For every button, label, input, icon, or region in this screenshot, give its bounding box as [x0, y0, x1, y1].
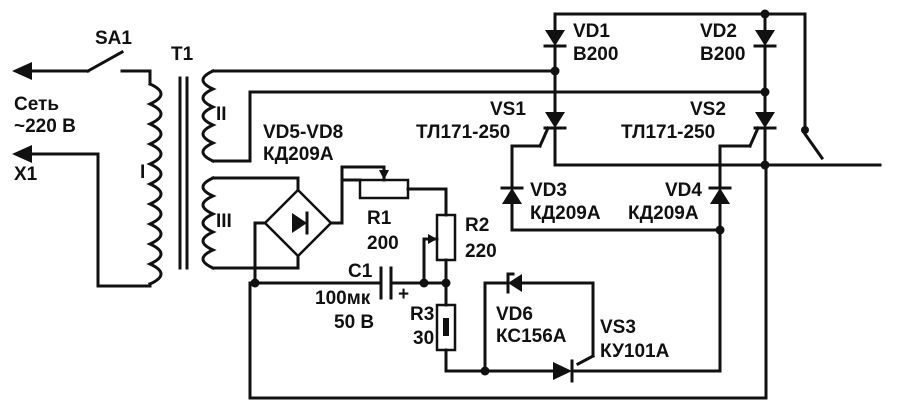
arrow-left-icon: [12, 62, 32, 80]
thyristor-icon: [553, 362, 572, 380]
vd4-type-label: КД209А: [628, 203, 699, 224]
transformer-t1-label: T1: [171, 44, 194, 65]
vd3-type-label: КД209А: [530, 203, 601, 224]
c1-voltage-label: 50 В: [334, 312, 374, 333]
winding-ii-label: II: [216, 104, 227, 125]
vs2-type-label: ТЛ171-250: [621, 122, 715, 143]
vd2-type-label: В200: [700, 44, 745, 65]
thyristor-vs2-icon: [755, 112, 775, 128]
resistor-r1: R1 200: [340, 165, 448, 254]
c1-value-label: 100мк: [315, 288, 371, 309]
bridge-type-label: КД209А: [263, 144, 334, 165]
transformer-core: T1: [171, 44, 194, 270]
winding-i-label: I: [140, 162, 145, 183]
vs1-name-label: VS1: [490, 99, 526, 120]
mains-net-label: Сеть: [14, 94, 59, 115]
diode-bridge-vd5-vd8: VD5-VD8 КД209А: [253, 122, 344, 285]
vs2-name-label: VS2: [690, 99, 726, 120]
diode-vd3-icon: [502, 188, 522, 204]
c1-name-label: C1: [348, 261, 373, 282]
transformer-winding-ii: II: [201, 69, 767, 163]
vs3-name-label: VS3: [600, 317, 636, 338]
negative-rail: [248, 163, 768, 400]
capacitor-c1: + C1 100мк 50 В: [315, 261, 409, 333]
r3-value-label: 30: [413, 328, 434, 349]
switch-sa1: SA1: [85, 28, 152, 74]
r2-value-label: 220: [465, 241, 497, 262]
c1-polarity-label: +: [398, 284, 409, 305]
transformer-primary: I: [96, 69, 163, 288]
thyristor-vs1-icon: [545, 112, 565, 128]
arrow-left-icon: [12, 145, 32, 163]
vd3-name-label: VD3: [530, 180, 567, 201]
resistor-r3: R3 30: [410, 281, 555, 373]
vd2-name-label: VD2: [700, 21, 737, 42]
zener-vd6: VD6 КС156А: [480, 272, 596, 376]
switch-sa1-label: SA1: [95, 28, 132, 49]
bridge-name-label: VD5-VD8: [263, 122, 343, 143]
r3-name-label: R3: [410, 304, 434, 325]
diode-icon: [292, 213, 307, 233]
vs1-type-label: ТЛ171-250: [416, 122, 510, 143]
vd6-type-label: КС156А: [496, 326, 567, 347]
gate-diodes: VD3 КД209А VD4 КД209А: [500, 144, 752, 235]
diode-vd1-icon: [545, 30, 565, 46]
vd1-type-label: В200: [573, 44, 618, 65]
connector-x1-label: X1: [14, 164, 38, 185]
mains-voltage-label: ~220 В: [14, 116, 76, 137]
mains-input: Сеть ~220 В X1: [12, 62, 100, 185]
vs3-type-label: КУ101А: [600, 341, 670, 362]
r2-name-label: R2: [465, 215, 489, 236]
resistor-r2: R2 220: [402, 187, 497, 288]
vd4-name-label: VD4: [665, 180, 702, 201]
transformer-winding-iii: III: [201, 176, 300, 270]
winding-iii-label: III: [216, 211, 232, 232]
diode-vd4-icon: [710, 188, 730, 204]
thyristor-vs3: VS3 КУ101А: [553, 208, 722, 383]
vd1-name-label: VD1: [573, 21, 610, 42]
r1-name-label: R1: [367, 208, 392, 229]
vd6-name-label: VD6: [496, 304, 533, 325]
power-stage: VD1 В200 VD2 В200 VS1 ТЛ171-250 VS2 ТЛ17…: [416, 9, 882, 170]
r1-value-label: 200: [367, 233, 399, 254]
zener-diode-icon: [508, 274, 522, 292]
diode-vd2-icon: [755, 30, 775, 46]
